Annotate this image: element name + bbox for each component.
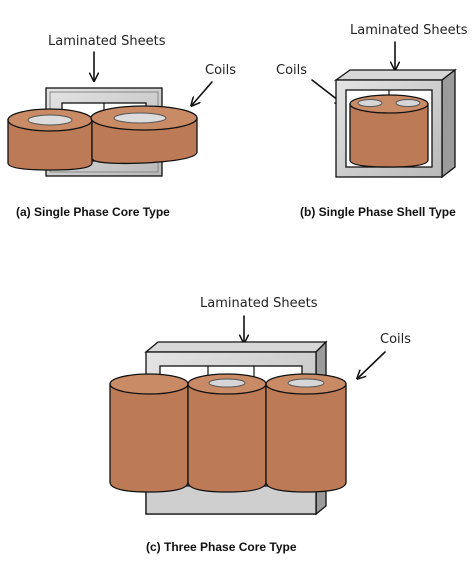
coils-label-c: Coils bbox=[380, 332, 411, 347]
caption-b: (b) Single Phase Shell Type bbox=[300, 205, 456, 219]
coils-arrow-a bbox=[192, 81, 213, 105]
coil-2-c bbox=[187, 373, 267, 493]
diagram-three-phase-core: Laminated Sheets Coils ( bbox=[109, 296, 411, 554]
coil-3-c bbox=[265, 373, 347, 493]
coils-label-a: Coils bbox=[205, 63, 236, 78]
caption-a: (a) Single Phase Core Type bbox=[16, 205, 170, 219]
laminated-sheets-label-a: Laminated Sheets bbox=[48, 34, 166, 49]
diagram-single-phase-core: Laminated Sheets Coils (a) Single Phase … bbox=[7, 34, 236, 219]
diagram-single-phase-shell: Laminated Sheets Coils (b) Single Phase … bbox=[276, 23, 468, 219]
coil-left-a bbox=[7, 108, 93, 171]
coil-right-a bbox=[90, 105, 198, 165]
caption-c: (c) Three Phase Core Type bbox=[146, 540, 297, 554]
coil-1-c bbox=[109, 373, 189, 493]
laminated-sheets-label-b: Laminated Sheets bbox=[350, 23, 468, 38]
laminated-sheets-label-c: Laminated Sheets bbox=[200, 296, 318, 311]
coils-arrow-c bbox=[358, 351, 386, 378]
coil-b bbox=[349, 94, 429, 168]
coils-label-b: Coils bbox=[276, 63, 307, 78]
